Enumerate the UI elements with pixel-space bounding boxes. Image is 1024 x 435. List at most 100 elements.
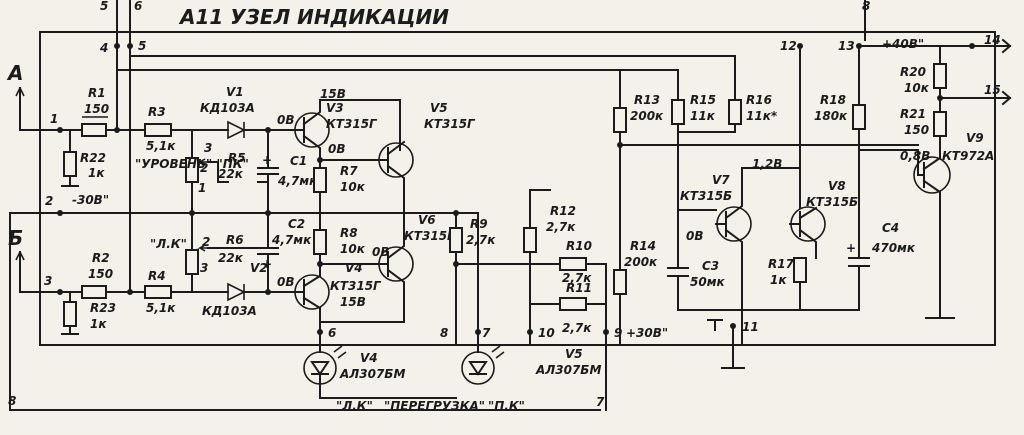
node-pot-mid bbox=[189, 210, 195, 216]
r2-name: R2 bbox=[92, 251, 110, 265]
v4-b-voltage: 0В bbox=[277, 275, 295, 289]
node-pin-10 bbox=[527, 329, 533, 335]
v1-name: V1 bbox=[226, 85, 244, 99]
r12-name: R12 bbox=[550, 204, 576, 218]
r4-body bbox=[144, 285, 172, 299]
r16-wire-bottom bbox=[677, 123, 736, 133]
pin-7: 7 bbox=[482, 326, 491, 340]
r12-wire-bottom bbox=[529, 251, 537, 346]
pot-pin-b3: 3 bbox=[200, 261, 208, 275]
pin-11-ground bbox=[721, 325, 745, 369]
r7-value: 10к bbox=[340, 180, 366, 194]
pin-6: 6 bbox=[328, 326, 336, 340]
c3-value: 50мк bbox=[690, 275, 726, 289]
led-v4-type: АЛ307БМ bbox=[339, 367, 405, 381]
pot-pin-t2: 2 bbox=[200, 161, 208, 175]
node-pin-9 bbox=[603, 329, 609, 335]
top-pin-6: 6 bbox=[134, 0, 142, 13]
label-pk: "П.К" bbox=[488, 399, 525, 413]
c2-value: 4,7мк bbox=[271, 233, 312, 247]
pin-13: 13 bbox=[838, 39, 855, 53]
node-pin-2 bbox=[57, 210, 63, 216]
v8-name: V8 bbox=[828, 179, 846, 193]
v9-type: КТ972А bbox=[942, 149, 994, 163]
input-b-label: Б bbox=[8, 226, 23, 250]
r11-body bbox=[559, 297, 587, 311]
v4-type: КТ315Г bbox=[330, 279, 382, 293]
v8-type: КТ315Б bbox=[806, 195, 858, 209]
pin-2: 2 bbox=[45, 194, 53, 208]
r12-wire-top bbox=[529, 189, 551, 229]
pin-14-arrow bbox=[1001, 38, 1012, 54]
r21-body bbox=[933, 111, 947, 137]
c2-name: C2 bbox=[288, 217, 305, 231]
r22-ground bbox=[61, 175, 79, 187]
r18-body bbox=[852, 104, 866, 130]
c4-plus: + bbox=[846, 241, 856, 255]
r5-name: R5 bbox=[228, 151, 246, 165]
r4-name: R4 bbox=[148, 269, 166, 283]
r1-name: R1 bbox=[88, 86, 106, 100]
v7-b-voltage: 0В bbox=[686, 229, 704, 243]
r14-value: 200к bbox=[624, 255, 658, 269]
r20-body bbox=[933, 63, 947, 89]
c2-plus: + bbox=[262, 257, 272, 271]
r2-value: 150 bbox=[88, 267, 113, 281]
r16-name: R16 bbox=[746, 93, 772, 107]
node-pin-3 bbox=[57, 289, 63, 295]
r15-name: R15 bbox=[690, 93, 716, 107]
pot-top-wiper bbox=[197, 158, 208, 166]
label-overload: "ПЕРЕГРУЗКА" bbox=[384, 399, 485, 413]
pin-14: 14 bbox=[984, 33, 1001, 47]
r9-value: 2,7к bbox=[466, 233, 496, 247]
wire-v3-collector bbox=[319, 99, 401, 151]
v9-icon bbox=[917, 149, 955, 319]
c4-symbol bbox=[848, 149, 870, 311]
board-outline bbox=[39, 31, 996, 346]
r5-wires bbox=[207, 161, 269, 183]
r9-body bbox=[449, 227, 463, 253]
v3-name: V3 bbox=[326, 101, 344, 115]
r20-value: 10к bbox=[904, 81, 930, 95]
r14-body bbox=[613, 269, 627, 295]
top-pin-5: 5 bbox=[100, 0, 108, 13]
v4-e-voltage: 15В bbox=[340, 295, 366, 309]
v6-name: V6 bbox=[418, 213, 436, 227]
pot-pin-t1: 1 bbox=[198, 181, 206, 195]
r23-body bbox=[63, 301, 77, 327]
r23-value: 1к bbox=[90, 317, 107, 331]
r13-body bbox=[613, 107, 627, 133]
c4-value: 470мк bbox=[871, 241, 916, 255]
c1-value: 4,7мк bbox=[277, 174, 318, 188]
top-leads bbox=[116, 0, 866, 51]
v4-voltage-0: 0В bbox=[372, 245, 390, 259]
r22-body bbox=[63, 151, 77, 177]
r1-body bbox=[81, 123, 107, 137]
c1-name: C1 bbox=[290, 154, 307, 168]
node-c-mid bbox=[265, 210, 271, 216]
r3-value: 5,1к bbox=[146, 139, 176, 153]
r3-name: R3 bbox=[148, 105, 166, 119]
v7-name: V7 bbox=[712, 173, 730, 187]
r7-body bbox=[313, 167, 327, 193]
r6-name: R6 bbox=[226, 233, 244, 247]
ground-symbol-top bbox=[707, 319, 723, 331]
r12-value: 2,7к bbox=[546, 220, 576, 234]
v2-type: КД103А bbox=[202, 304, 257, 318]
pot-bottom-body bbox=[185, 249, 199, 275]
node-pin-14 bbox=[969, 43, 975, 49]
top-pin-8: 8 bbox=[862, 0, 870, 13]
rail-pin5 bbox=[129, 55, 736, 101]
v3-e-voltage: 0В bbox=[328, 142, 346, 156]
r10-body bbox=[559, 257, 587, 271]
input-a-label: А bbox=[6, 61, 23, 85]
v7-c-voltage: 1,2В bbox=[752, 157, 782, 171]
v9-name: V9 bbox=[966, 131, 984, 145]
c3-name: C3 bbox=[702, 259, 719, 273]
pin-3: 3 bbox=[44, 274, 52, 288]
r15-value: 11к bbox=[690, 109, 716, 123]
r8-body bbox=[313, 229, 327, 255]
r11-name: R11 bbox=[566, 281, 592, 295]
pin-5: 5 bbox=[138, 39, 146, 53]
r20-name: R20 bbox=[900, 65, 926, 79]
